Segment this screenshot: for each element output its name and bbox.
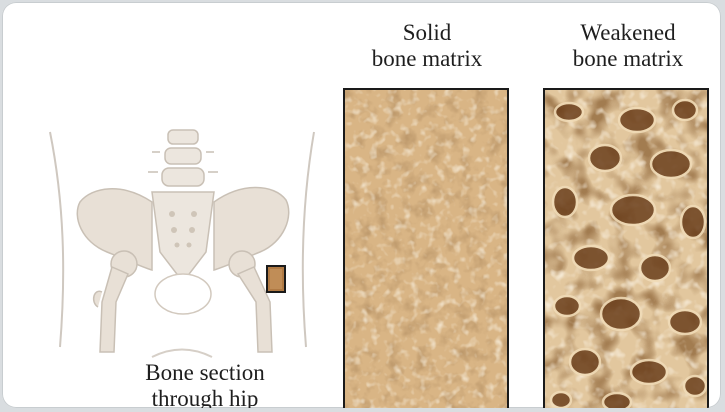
right-femur xyxy=(229,251,272,352)
weakened-matrix-texture xyxy=(545,90,709,408)
sacrum xyxy=(152,192,214,282)
solid-matrix-texture xyxy=(345,90,509,408)
hip-caption-line2: through hip xyxy=(120,386,290,408)
hip-caption: Bone section through hip xyxy=(120,360,290,408)
solid-title-line1: Solid xyxy=(342,20,512,46)
weakened-title-line1: Weakened xyxy=(543,20,713,46)
solid-matrix-title: Solid bone matrix xyxy=(342,20,512,72)
pelvic-inlet xyxy=(155,274,211,314)
solid-title-line2: bone matrix xyxy=(342,46,512,72)
weakened-matrix-title: Weakened bone matrix xyxy=(543,20,713,72)
weakened-title-line2: bone matrix xyxy=(543,46,713,72)
solid-matrix-panel xyxy=(343,88,509,408)
weakened-matrix-panel xyxy=(543,88,709,408)
left-femur xyxy=(94,251,137,352)
lumbar-spine xyxy=(148,130,218,186)
diagram-frame: Bone section through hip Solid bone matr… xyxy=(2,2,721,408)
pelvis-illustration xyxy=(2,2,332,408)
body-outline-right xyxy=(303,132,314,347)
body-outline-left xyxy=(50,132,63,347)
hip-caption-line1: Bone section xyxy=(120,360,290,386)
pubic-outline xyxy=(152,350,212,358)
